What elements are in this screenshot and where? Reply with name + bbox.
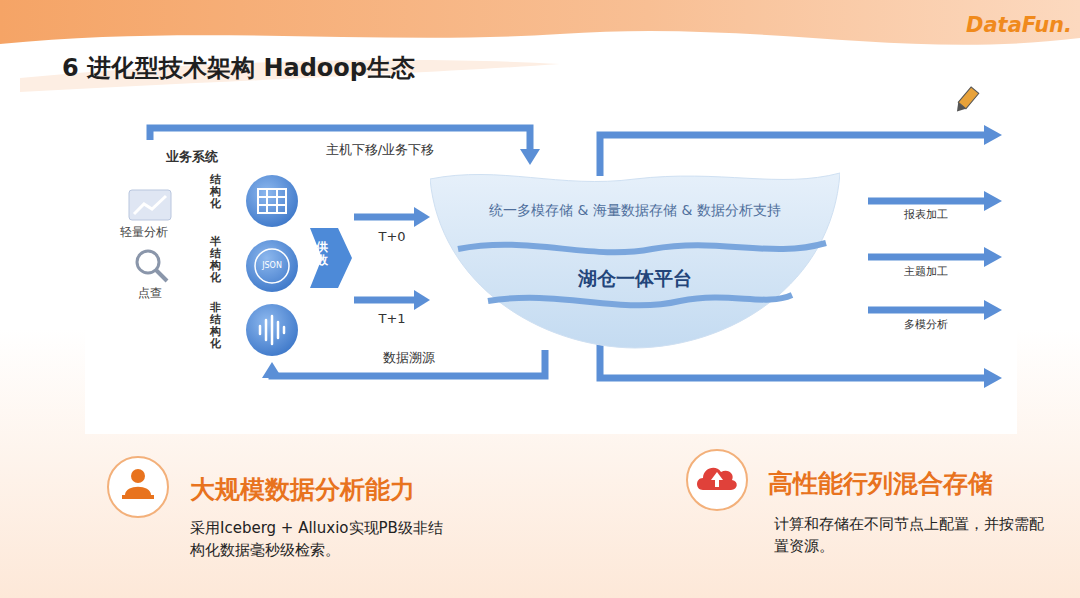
drawing-part [134, 196, 166, 214]
supply-chevron: 供数 [310, 210, 354, 306]
node-text: 统一多模存储 & 海量数据存储 & 数据分析支持 [470, 201, 800, 221]
data-type-node: 结构化 [208, 172, 300, 232]
edge-label: T+0 [375, 229, 408, 246]
waveform-icon [246, 304, 298, 356]
drawing-part [430, 173, 840, 348]
node-text: 轻量分析 [120, 224, 168, 241]
arrow-line [354, 297, 418, 304]
node-text: 半结构化 [210, 236, 221, 284]
drawing-part [984, 247, 1002, 267]
drawing-part [283, 327, 286, 333]
drawing-part [260, 316, 284, 344]
drawing-part [255, 249, 289, 283]
drawing-part [984, 191, 1002, 211]
slide-title: 6 进化型技术架构 Hadoop生态 [62, 52, 415, 84]
lake-shape [430, 165, 840, 350]
drawing-part [246, 175, 298, 227]
table-icon [246, 175, 298, 227]
drawing-part [711, 472, 723, 487]
arrow-head [262, 362, 282, 378]
chart-icon [129, 190, 171, 220]
edge-label: 主机下移/业务下移 [323, 142, 437, 159]
node-text: 结构化 [210, 174, 221, 210]
drawing-part [122, 495, 154, 499]
drawing-part [488, 295, 792, 305]
business-system-group: 业务系统轻量分析点查 [110, 140, 242, 305]
top-band [0, 0, 1080, 45]
drawing-part [266, 189, 268, 213]
logo-text: DataFun. [966, 10, 1072, 40]
edge-label: 数据溯源 [380, 350, 438, 367]
drawing-part [953, 102, 966, 115]
drawing-part [129, 190, 171, 220]
platform-name: 湖仓一体平台 [430, 265, 840, 292]
arrow-line [354, 214, 418, 221]
drawing-part [131, 469, 145, 483]
analyst-icon [108, 457, 168, 517]
feature-heading: 大规模数据分析能力 [190, 472, 415, 508]
cloud-upload-icon [687, 450, 747, 510]
flow-arrow [262, 350, 545, 378]
output-label: 报表加工 [904, 207, 948, 223]
drawing-part [258, 189, 286, 213]
drawing-part [600, 344, 986, 378]
drawing-part [156, 270, 167, 281]
feature-body: 采用Iceberg + Alluxio实现PB级非结构化数据毫秒级检索。 [190, 518, 452, 562]
drawing-part [276, 189, 278, 213]
node-text: JSON [262, 260, 282, 271]
drawing-part [697, 468, 737, 490]
drawing-part [310, 228, 352, 288]
drawing-part [687, 450, 747, 510]
drawing-part [125, 487, 151, 495]
flow-arrow [354, 207, 430, 227]
arrow-head [414, 290, 430, 310]
drawing-part [868, 307, 986, 314]
magnifier-icon [137, 251, 167, 281]
lakehouse-platform: 统一多模存储 & 海量数据存储 & 数据分析支持湖仓一体平台 [430, 165, 840, 350]
data-type-node: 非结构化 [208, 300, 300, 362]
drawing-part [137, 251, 159, 273]
data-type-node: 半结构化 JSON [208, 236, 300, 298]
drawing-part [984, 300, 1002, 320]
drawing-part [868, 198, 986, 205]
drawing-part [246, 304, 298, 356]
arrow-head [520, 149, 540, 165]
edge-label: T+1 [375, 311, 408, 328]
drawing-part [246, 240, 298, 292]
feature-body: 计算和存储在不同节点上配置，并按需配置资源。 [774, 514, 1044, 558]
drawing-part [458, 243, 826, 252]
drawing-part [259, 326, 262, 334]
node-text: 非结构化 [210, 302, 221, 350]
output-label: 多模分析 [904, 317, 948, 333]
drawing-part [600, 135, 986, 176]
drawing-part [108, 457, 168, 517]
drawing-part [258, 196, 286, 198]
drawing-part [984, 368, 1002, 388]
arrow-head [414, 207, 430, 227]
drawing-part [868, 254, 986, 261]
drawing-part [265, 320, 268, 340]
feature-heading: 高性能行列混合存储 [768, 466, 993, 502]
drawing-part [258, 204, 286, 206]
diagram-panel [85, 108, 1017, 434]
arrow-line [272, 350, 545, 376]
drawing-part [271, 316, 274, 344]
flow-arrow [354, 290, 430, 310]
json-icon [246, 240, 298, 292]
drawing-part [277, 322, 280, 338]
node-text: 供数 [316, 241, 328, 267]
pencil-icon [953, 87, 979, 115]
node-text: 点查 [138, 285, 162, 302]
node-text: 业务系统 [166, 148, 218, 166]
output-label: 主题加工 [904, 264, 948, 280]
drawing-part [984, 125, 1002, 145]
